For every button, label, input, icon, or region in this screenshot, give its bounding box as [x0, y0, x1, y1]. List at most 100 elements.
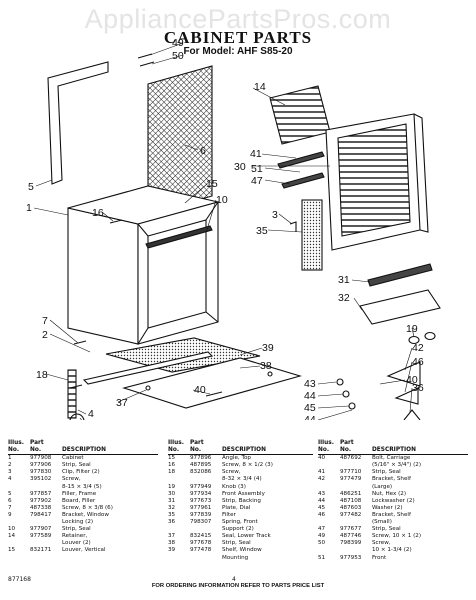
seal-strip-47-part: [281, 172, 325, 189]
knob-part: [424, 331, 436, 341]
part-description: Retainer,: [62, 533, 88, 540]
callout-16: 16: [92, 207, 104, 219]
illus-number: 5: [8, 490, 12, 497]
vertical-louver-part: [67, 369, 77, 419]
part-description: Knob (3): [222, 483, 246, 490]
part-description: Strip, Seal: [372, 469, 401, 476]
part-number: 487895: [190, 462, 212, 469]
illus-number: 1: [8, 455, 12, 462]
callout-6: 6: [200, 145, 206, 157]
callout-2: 2: [42, 329, 48, 341]
part-description: Strip, Seal: [222, 540, 251, 547]
part-number: 977710: [340, 469, 362, 476]
callout-45: 45: [304, 402, 316, 414]
callout-1: 1: [26, 202, 32, 214]
callout-15: 15: [206, 178, 218, 190]
illus-number: [168, 555, 190, 562]
screw-part: [137, 53, 153, 59]
window-bracket-part: [69, 413, 85, 420]
part-number: 977839: [190, 511, 212, 518]
hex-nut-part: [336, 378, 344, 386]
callout-14: 14: [254, 81, 266, 93]
part-header: Part No.: [340, 440, 372, 456]
part-description: Support (2): [222, 526, 254, 533]
part-number: [190, 476, 222, 483]
illus-header: Illus. No.: [168, 440, 190, 456]
ordering-footer: FOR ORDERING INFORMATION REFER TO PARTS …: [151, 583, 325, 589]
part-description: Strip, Seal: [62, 462, 91, 469]
seal-strip-part: [145, 225, 213, 249]
part-description: Bracket, Shelf: [372, 511, 411, 518]
illus-number: 18: [168, 469, 176, 476]
shelf-bracket-small-part: [394, 387, 419, 405]
illus-number: 50: [318, 540, 326, 547]
part-number: 487603: [340, 504, 362, 511]
callout-4: 4: [88, 408, 94, 420]
illus-number: 41: [318, 469, 326, 476]
screw-part: [69, 384, 83, 389]
illus-number: [8, 540, 30, 547]
part-number: [30, 540, 62, 547]
callout-43-top: 43: [304, 378, 316, 390]
part-number: 798417: [30, 511, 52, 518]
part-description: Bracket, Window: [62, 511, 109, 518]
part-description: Board, Filler: [62, 497, 96, 504]
illus-number: 16: [168, 462, 176, 469]
parts-row: 8-32 × 3/4 (4): [168, 476, 313, 483]
frame-filler-part: [47, 61, 109, 185]
illus-number: 44: [318, 497, 326, 504]
part-description: Front Assembly: [222, 490, 265, 497]
callout-3: 3: [272, 209, 278, 221]
illus-number: [318, 462, 340, 469]
part-number: 977907: [30, 526, 52, 533]
illus-number: 46: [318, 511, 326, 518]
illus-number: 31: [168, 497, 176, 504]
washer-part: [348, 402, 356, 410]
description-header: DESCRIPTION: [372, 440, 468, 456]
part-number: 977673: [190, 497, 212, 504]
part-description: Screw, 8 × 3/8 (6): [62, 504, 113, 511]
part-description: Strip, Backing: [222, 497, 261, 504]
part-number: 832171: [30, 547, 52, 554]
part-number: 977902: [30, 497, 52, 504]
shelf-bracket-large-part: [386, 361, 421, 387]
illus-number: 38: [168, 540, 176, 547]
part-description: Filler, Frame: [62, 490, 97, 497]
part-description: 8-15 × 3/4 (5): [62, 483, 102, 490]
illus-number: [8, 519, 30, 526]
illus-number: [8, 484, 30, 491]
illus-header: Illus. No.: [8, 440, 30, 456]
part-description: Cabinet: [62, 455, 84, 462]
callout-35: 35: [256, 225, 268, 237]
illus-number: 51: [318, 554, 326, 561]
callout-31: 31: [338, 274, 350, 286]
parts-row: 10 × 1-3/4 (2): [318, 547, 468, 554]
illus-number: 47: [318, 526, 326, 533]
part-description: Shelf, Window: [222, 547, 262, 554]
cabinet-part: [67, 185, 219, 345]
illus-number: 30: [168, 490, 176, 497]
part-description: Washer (2): [372, 504, 403, 511]
part-number: [340, 519, 372, 526]
part-description: Bolt, Carriage: [372, 455, 411, 462]
illus-number: 2: [8, 462, 12, 469]
callout-49: 49: [172, 37, 184, 49]
part-description: Screw,: [372, 540, 391, 547]
part-description: Front: [372, 554, 387, 561]
part-description: Mounting: [222, 554, 249, 561]
part-description: Bracket, Shelf: [372, 476, 411, 483]
